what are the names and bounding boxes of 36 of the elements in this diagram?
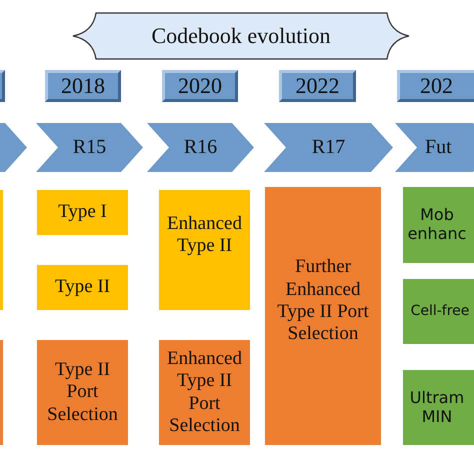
feature-box (403, 187, 474, 263)
feature-label: Type II (54, 276, 110, 299)
feature-label: Cell-free (410, 303, 470, 320)
feature-box (159, 190, 250, 310)
year-box (162, 70, 238, 102)
feature-box (37, 265, 128, 310)
release-header (36, 123, 143, 172)
year-box (45, 70, 121, 102)
release-label: Fut (425, 136, 452, 160)
feature-box (403, 370, 474, 445)
year-label: 2020 (178, 73, 222, 99)
year-box (279, 70, 356, 102)
feature-label: Type I (58, 201, 107, 224)
banner-title: Codebook evolution (151, 23, 331, 49)
year-box (397, 70, 474, 102)
feature-label: Mob enhanc (406, 206, 468, 244)
release-header (147, 123, 254, 172)
release-header (395, 123, 474, 172)
feature-box (37, 190, 128, 235)
release-label: R15 (72, 136, 106, 160)
feature-label: Type II Port Selection (46, 358, 119, 426)
feature-box (265, 187, 381, 445)
feature-label: Enhanced Type II (166, 212, 243, 258)
feature-box (403, 279, 474, 344)
year-label: 2022 (296, 73, 340, 99)
feature-box (37, 340, 128, 445)
feature-label: Further Enhanced Type II Port Selection (276, 256, 370, 346)
year-label: 202 (420, 73, 453, 99)
banner-shape (72, 12, 410, 60)
release-header (264, 123, 393, 172)
release-label: R17 (312, 136, 346, 160)
release-label: R16 (184, 136, 218, 160)
feature-label: Enhanced Type II Port Selection (166, 348, 243, 438)
feature-label: Ultram MIN (408, 388, 466, 426)
feature-box (159, 340, 250, 445)
year-label: 2018 (61, 73, 105, 99)
